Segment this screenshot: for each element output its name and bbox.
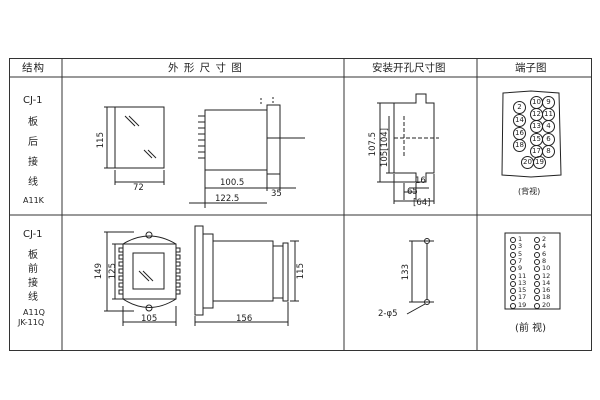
terminal-dot [534, 244, 540, 251]
terminal-dot [510, 266, 516, 273]
row2-model: CJ-1 [23, 229, 43, 240]
terminal-pin: 2 [513, 101, 526, 114]
terminal-number: 9 [518, 264, 523, 273]
terminal-number: 13 [518, 278, 527, 287]
terminal-dot [510, 288, 516, 295]
terminal-number: 8 [542, 256, 547, 265]
terminal-number: 7 [518, 256, 523, 265]
dim-133: 133 [401, 264, 411, 281]
row2-mount-char: 接 [28, 278, 38, 289]
terminal-number: 14 [542, 278, 551, 287]
terminal-dot [534, 295, 540, 302]
row1-mount-char: 线 [28, 177, 38, 188]
terminal-number: 18 [542, 293, 551, 302]
dim-35: 35 [271, 189, 282, 199]
terminal-dot [534, 258, 540, 265]
terminal-dot [510, 258, 516, 265]
terminal-number: 16 [542, 286, 551, 295]
terminal-dot [510, 251, 516, 258]
row1-mount-char: 板 [28, 117, 38, 128]
terminal-number: 15 [518, 286, 527, 295]
table-grid [9, 58, 592, 351]
terminal-number: 3 [518, 242, 523, 251]
terminal-pin: 19 [533, 156, 546, 169]
dim-100-5: 100.5 [220, 178, 245, 188]
terminal-dot [534, 288, 540, 295]
dim-72: 72 [133, 183, 144, 193]
header-terminal: 端子图 [515, 62, 547, 74]
terminal-number: 5 [518, 249, 523, 258]
dim-65: 65 [407, 187, 418, 197]
terminal-number: 10 [542, 264, 551, 273]
terminal-frame-1 [501, 90, 562, 178]
terminal-frame-2 [504, 232, 561, 310]
terminal-number: 4 [542, 242, 547, 251]
terminal-number: 12 [542, 271, 551, 280]
cutout-drawing-2 [406, 238, 434, 315]
dim-105-b: 105 [141, 314, 158, 324]
terminal-number: 19 [518, 300, 527, 309]
terminal-dot [534, 251, 540, 258]
outline-front-view-1 [104, 106, 165, 185]
row2-mount-char: 前 [28, 264, 38, 275]
dim-115-b: 115 [296, 263, 306, 280]
row2-mount-char: 线 [28, 292, 38, 303]
row2-code: A11Q [23, 308, 45, 317]
terminal-dot [510, 273, 516, 280]
terminal-dot [510, 280, 516, 287]
header-outline: 外 形 尺 寸 图 [168, 62, 243, 74]
terminal-dot [510, 295, 516, 302]
dim-156: 156 [236, 314, 253, 324]
dim-64: [64] [413, 198, 431, 208]
terminal-dot [534, 266, 540, 273]
terminal-number: 6 [542, 249, 547, 258]
terminal-number: 17 [518, 293, 527, 302]
row1-model: CJ-1 [23, 95, 43, 106]
outline-front-view-2 [104, 231, 181, 326]
terminal-dot [534, 237, 540, 243]
dim-16: 16 [415, 176, 426, 186]
terminal-dot [534, 302, 540, 309]
dim-107-5: 107.5 [368, 132, 378, 157]
header-cutout: 安装开孔尺寸图 [372, 62, 446, 74]
cutout-drawing-1 [377, 93, 439, 204]
dim-105: 105[104] [380, 128, 390, 168]
dim-125: 125 [108, 263, 118, 280]
terminal-number: 2 [542, 235, 547, 243]
terminal-pin: 18 [513, 139, 526, 152]
row1-code: A11K [23, 196, 44, 205]
terminal-pin: 8 [542, 145, 555, 158]
row2-code2: JK-11Q [18, 318, 45, 327]
outline-side-view-1 [189, 97, 305, 208]
terminal-dot [534, 273, 540, 280]
terminal-dot [510, 237, 516, 243]
terminal-number: 20 [542, 300, 551, 309]
terminal-pin: 4 [542, 120, 555, 133]
terminal-dot [534, 280, 540, 287]
dim-115: 115 [96, 132, 106, 149]
terminal-number: 1 [518, 235, 523, 243]
dim-122-5: 122.5 [215, 194, 240, 204]
terminal-dot [510, 244, 516, 251]
row2-mount-char: 板 [28, 250, 38, 261]
header-structure: 结构 [22, 62, 45, 74]
dim-149: 149 [94, 263, 104, 280]
spec-table: 结构 外 形 尺 寸 图 安装开孔尺寸图 端子图 CJ-1 板 后 接 线 A1… [9, 58, 592, 351]
terminal-dot [510, 302, 516, 309]
outline-side-view-2 [194, 225, 299, 326]
terminal-caption-rear: (背视) [518, 187, 541, 196]
terminal-number: 11 [518, 271, 527, 280]
row1-mount-char: 接 [28, 157, 38, 168]
terminal-caption-front: (前 视) [515, 323, 546, 334]
dim-hole: 2-φ5 [378, 309, 398, 319]
row1-mount-char: 后 [28, 137, 38, 148]
terminal-pin: 14 [513, 114, 526, 127]
